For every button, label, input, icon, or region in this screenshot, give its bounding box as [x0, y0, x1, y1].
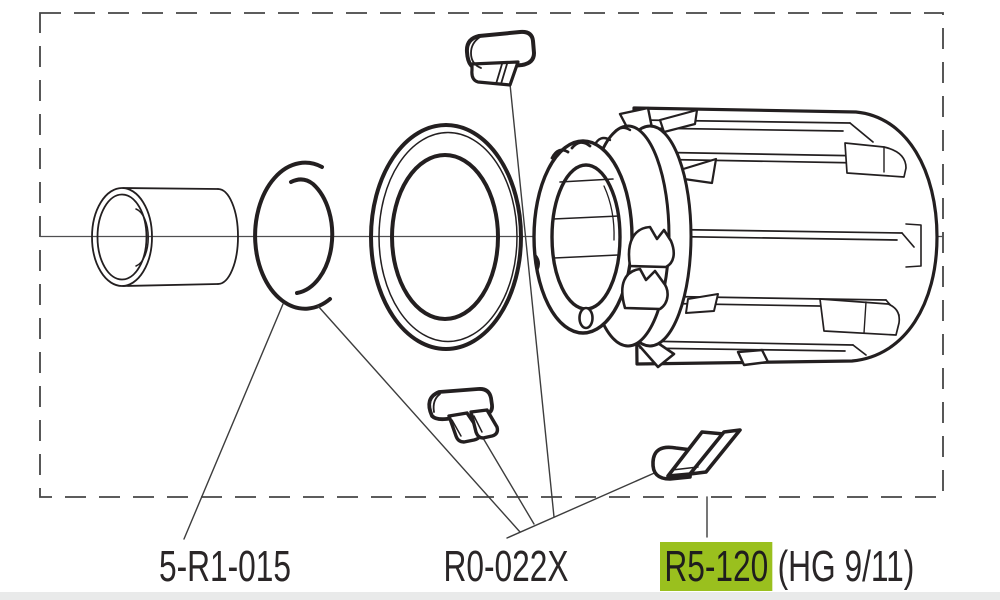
snap-ring-drawing	[253, 160, 335, 311]
highlighted-part-number: R5-120	[660, 542, 773, 591]
part-number: 5-R1-015	[158, 542, 292, 591]
leader-snap-ring	[183, 303, 284, 540]
leader-lines	[183, 83, 708, 540]
freehub-body-drawing	[532, 106, 939, 369]
leader-top-pawl	[509, 83, 555, 518]
right-pawl-drawing	[651, 428, 742, 481]
part-number: R0-022X	[443, 542, 569, 591]
leader-right-pawl	[506, 466, 669, 539]
top-pawl-drawing	[464, 29, 536, 87]
dashed-border	[39, 12, 944, 498]
seal-ring-drawing	[369, 123, 523, 351]
middle-pawl-drawing	[427, 387, 500, 444]
part-label-5-r1-015: 5-R1-015	[117, 544, 333, 590]
part-label-r5-120: R5-120(HG 9/11)	[660, 542, 915, 591]
spacer-bushing-drawing	[91, 187, 239, 287]
page-bottom-strip	[0, 592, 1000, 600]
part-number-suffix: (HG 9/11)	[777, 542, 915, 591]
part-label-r0-022x: R0-022X	[398, 544, 614, 590]
leader-middle-pawl	[482, 437, 535, 525]
leader-seal	[317, 305, 521, 533]
